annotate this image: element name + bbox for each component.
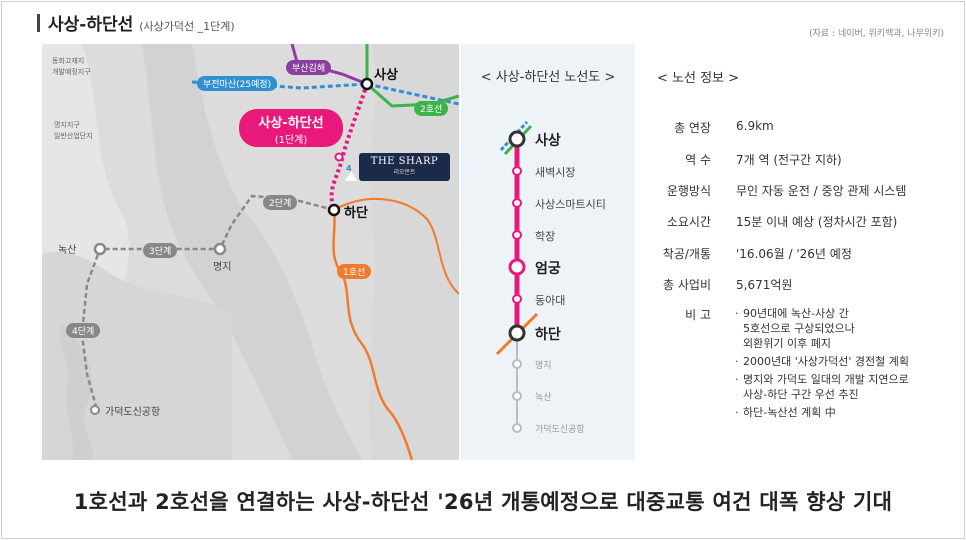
remarks-list: ·90년대에 녹산-사상 간 5호선으로 구상되었으나 외환위기 이후 폐지 ·…: [735, 306, 909, 423]
info-row-cost: 총 사업비 5,671억원: [644, 276, 792, 293]
title-bar-marker: [37, 14, 40, 32]
info-value: 5,671억원: [736, 278, 793, 292]
map-place-gadeok: 가덕도신공항: [105, 407, 161, 418]
tag-bujeon-masan: 부전마산(25예정): [197, 76, 278, 91]
info-key: 착공/개통: [662, 247, 711, 261]
page-title: 사상-하단선 (사상가덕선 _1단계): [37, 10, 235, 36]
map-station-hadan: 하단: [344, 206, 368, 221]
remark-text: 2000년대 '사상가덕선' 경전철 계획: [743, 355, 909, 368]
callout-title: 사상-하단선: [258, 116, 324, 131]
info-key: 역 수: [685, 153, 711, 167]
remark-item: ·명지와 가덕도 일대의 개발 지연으로 사상-하단 구간 우선 추진: [735, 373, 909, 401]
route-map: 동화고재지 개발예정지구 명지지구 일반산업단지 부산김해 부전마산(25예정)…: [42, 44, 459, 460]
route-station-9: 녹산: [535, 393, 552, 403]
sharp-title: THE SHARP: [370, 156, 439, 167]
info-title: < 노선 정보 >: [657, 71, 740, 86]
map-station-sasang: 사상: [374, 68, 398, 83]
route-diagram: [495, 120, 539, 433]
tag-line1: 1호선: [337, 264, 372, 279]
route-diagram-panel: < 사상-하단선 노선도 > 사상 새벽시장 사상스마트시티 학장 엄궁 동아대…: [461, 44, 635, 460]
route-station-7: 하단: [535, 327, 561, 343]
callout-subtitle: (1단계): [274, 135, 308, 146]
map-place-myeongji: 명지: [213, 262, 232, 273]
sharp-number-marker: 4: [346, 164, 352, 173]
info-key: 총 연장: [674, 121, 711, 135]
tag-line2: 2호선: [414, 101, 449, 116]
remark-text: 90년대에 녹산-사상 간 5호선으로 구상되었으나 외환위기 이후 폐지: [743, 307, 855, 350]
title-text: 사상-하단선: [48, 15, 134, 35]
route-station-1: 사상: [535, 133, 561, 149]
tag-stage2: 2단계: [263, 195, 298, 210]
route-callout: 사상-하단선 (1단계): [239, 109, 343, 147]
route-station-4: 학장: [535, 230, 556, 243]
info-key: 총 사업비: [663, 278, 711, 292]
area-label-2: 명지지구 일반산업단지: [54, 121, 93, 140]
route-diagram-title: < 사상-하단선 노선도 >: [480, 70, 616, 85]
remark-text: 명지와 가덕도 일대의 개발 지연으로 사상-하단 구간 우선 추진: [743, 373, 909, 401]
headline: 1호선과 2호선을 연결하는 사상-하단선 '26년 개통예정으로 대중교통 여…: [73, 490, 893, 514]
tag-stage3: 3단계: [143, 243, 178, 258]
info-row-schedule: 착공/개통 '16.06월 / '26년 예정: [644, 245, 852, 262]
route-station-8: 명지: [535, 361, 552, 371]
remark-item: ·하단-녹산선 계획 中: [735, 406, 836, 419]
info-value: 7개 역 (전구간 지하): [736, 153, 842, 167]
tag-stage4: 4단계: [66, 323, 101, 338]
info-value: 15분 이내 예상 (정차시간 포함): [736, 215, 898, 229]
the-sharp-badge: THE SHARP 리오몬트: [359, 153, 450, 181]
remarks-key: 비 고: [685, 308, 711, 322]
route-station-5: 엄궁: [535, 261, 561, 277]
info-value: 무인 자동 운전 / 중앙 관제 시스템: [736, 184, 907, 198]
route-station-10: 가덕도신공항: [535, 425, 585, 435]
title-subtitle: (사상가덕선 _1단계): [139, 20, 235, 33]
tag-busan-gimhae: 부산김해: [286, 60, 332, 75]
remark-item: ·90년대에 녹산-사상 간 5호선으로 구상되었으나 외환위기 이후 폐지: [735, 307, 855, 350]
map-place-noksan: 녹산: [58, 245, 77, 256]
info-row-duration: 소요시간 15분 이내 예상 (정차시간 포함): [644, 213, 898, 230]
info-row-length: 총 연장 6.9km: [644, 119, 774, 136]
route-station-3: 사상스마트시티: [535, 198, 606, 211]
info-row-operation: 운행방식 무인 자동 운전 / 중앙 관제 시스템: [644, 182, 907, 199]
route-station-6: 동아대: [535, 294, 566, 307]
info-value: 6.9km: [736, 119, 774, 133]
info-key: 운행방식: [666, 184, 711, 198]
info-row-stations: 역 수 7개 역 (전구간 지하): [644, 151, 842, 168]
sharp-subtitle: 리오몬트: [393, 169, 416, 176]
remark-item: ·2000년대 '사상가덕선' 경전철 계획: [735, 355, 909, 368]
area-label-1: 동화고재지 개발예정지구: [52, 57, 91, 76]
info-key: 소요시간: [666, 215, 711, 229]
info-value: '16.06월 / '26년 예정: [736, 247, 852, 261]
map-drawing: [42, 44, 459, 460]
remark-text: 하단-녹산선 계획 中: [743, 406, 836, 419]
route-station-2: 새벽시장: [535, 166, 576, 179]
source-note: (자료 : 네이버, 위키백과, 나무위키): [809, 29, 944, 39]
